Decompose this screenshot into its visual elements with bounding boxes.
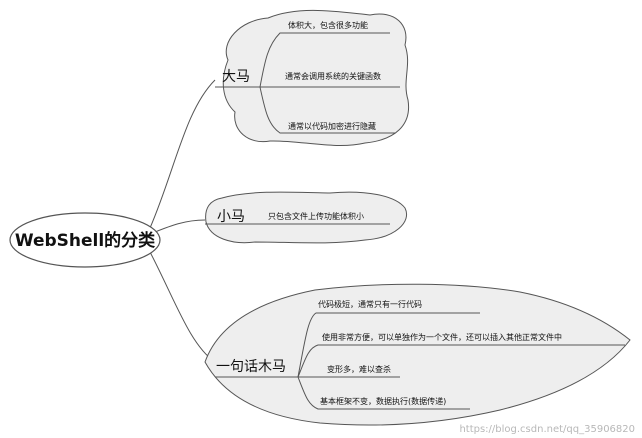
leaf-label: 变形多，难以查杀 bbox=[327, 364, 391, 374]
leaf-label: 体积大，包含很多功能 bbox=[288, 20, 368, 30]
leaf-label: 基本框架不变，数据执行(数据传递) bbox=[320, 396, 446, 406]
leaf-label: 只包含文件上传功能体积小 bbox=[268, 211, 364, 221]
connector-root-to-xiaoma bbox=[154, 219, 206, 233]
branch-yijuhua: 一句话木马 代码极短，通常只有一行代码 使用非常方便，可以单独作为一个文件，还可… bbox=[204, 283, 631, 426]
root-label: WebShell的分类 bbox=[15, 230, 156, 251]
leaf-connector bbox=[259, 86, 395, 134]
branch-xiaoma: 小马 只包含文件上传功能体积小 bbox=[205, 191, 407, 244]
root-node: WebShell的分类 bbox=[9, 212, 161, 268]
leaf-label: 使用非常方便，可以单独作为一个文件，还可以插入其他正常文件中 bbox=[322, 332, 562, 342]
leaf-label: 通常以代码加密进行隐藏 bbox=[288, 121, 376, 131]
branch-cloud-shape bbox=[222, 9, 410, 146]
branch-label: 大马 bbox=[222, 69, 250, 85]
leaf-label: 通常会调用系统的关键函数 bbox=[285, 71, 381, 81]
branch-dama: 大马 体积大，包含很多功能 通常会调用系统的关键函数 通常以代码加密进行隐藏 bbox=[215, 9, 410, 146]
leaf-connector bbox=[297, 344, 625, 378]
leaf-connector bbox=[297, 376, 470, 410]
leaf-label: 代码极短，通常只有一行代码 bbox=[318, 299, 422, 309]
watermark-text: https://blog.csdn.net/qq_35906820 bbox=[459, 424, 635, 435]
branch-label: 小马 bbox=[217, 209, 245, 225]
branch-cloud-shape bbox=[205, 191, 407, 244]
leaf-connector bbox=[297, 312, 480, 378]
connector-root-to-yijuhua bbox=[149, 251, 216, 363]
branch-label: 一句话木马 bbox=[216, 359, 286, 375]
root-ellipse bbox=[9, 212, 161, 268]
connector-root-to-dama bbox=[149, 79, 216, 229]
leaf-connector bbox=[259, 32, 390, 88]
